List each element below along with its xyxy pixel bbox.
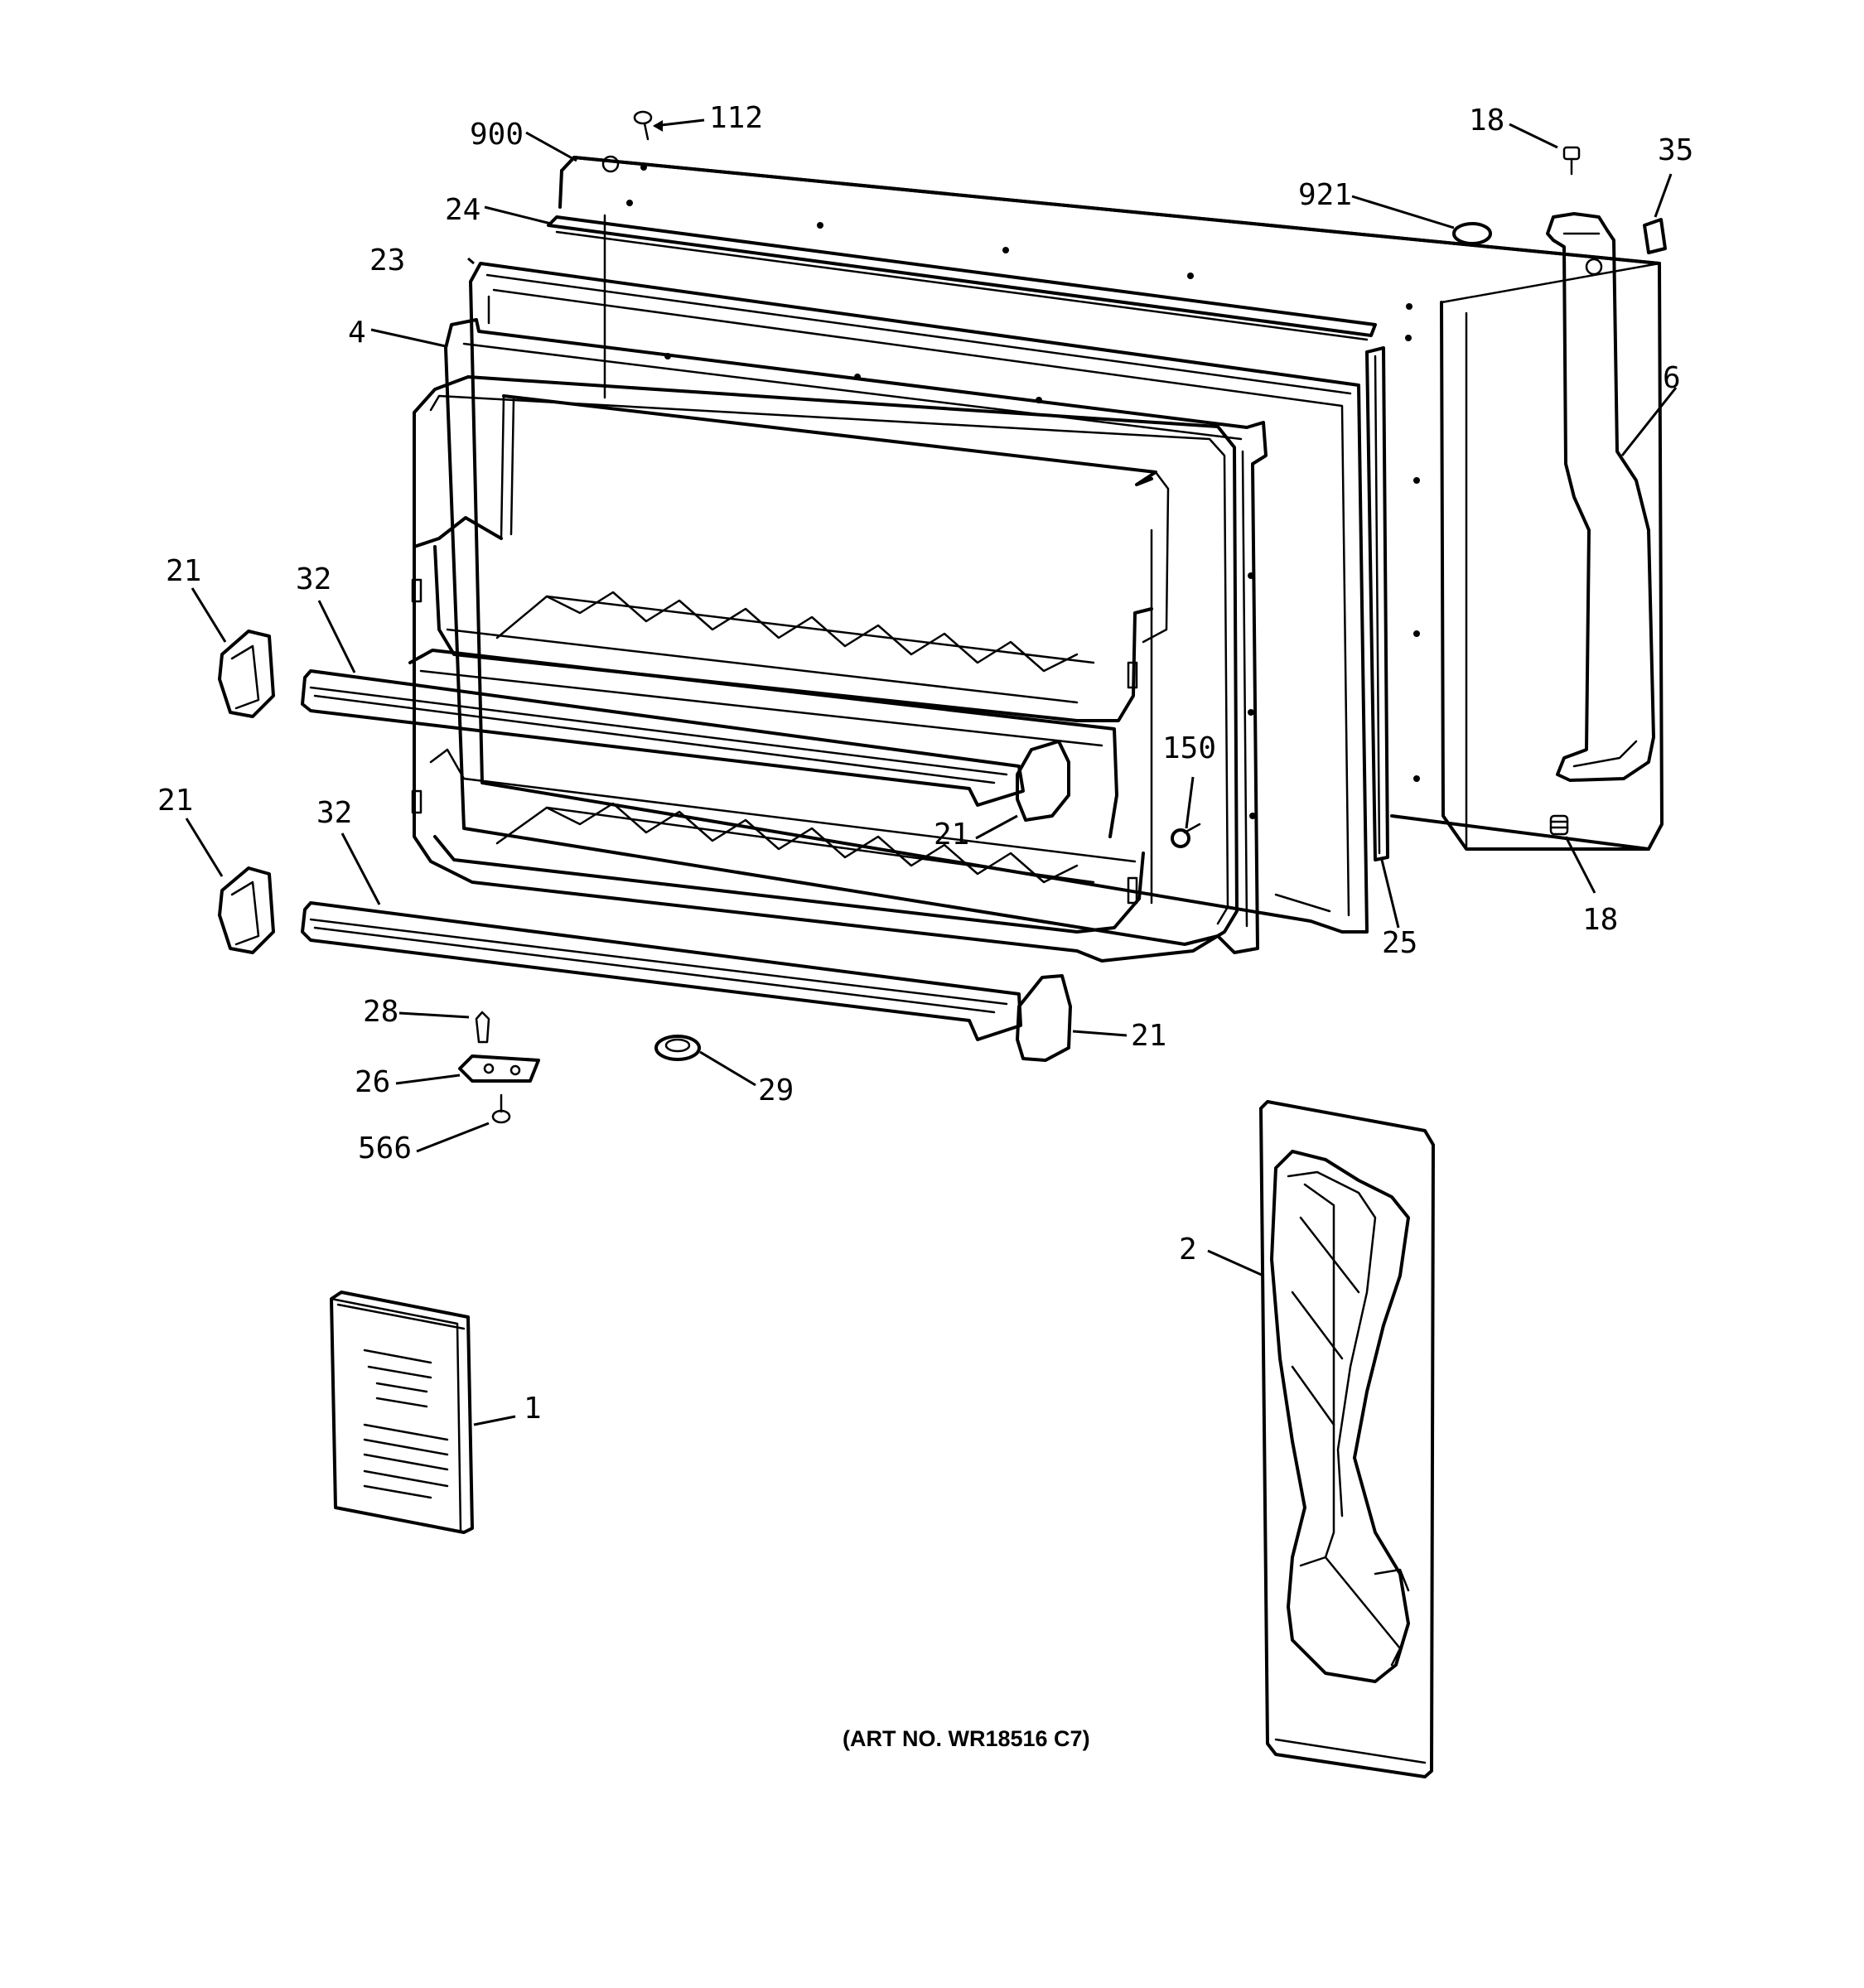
shelf-bar-lower [301,901,1022,1041]
callout-32-lower: 32 [316,796,352,830]
door-liner [408,375,1239,963]
callout-112: 112 [709,101,763,135]
callout-921: 921 [1298,178,1352,212]
screw-bottom [1549,814,1569,836]
callout-labels: 112 900 24 23 4 921 18 35 6 21 32 21 32 … [157,101,1693,1426]
small-cap [1643,218,1667,254]
end-cap-lower-right [1016,974,1072,1062]
callout-23: 23 [369,244,405,277]
packaged-handle [1259,1100,1435,1778]
callout-25: 25 [1382,926,1417,960]
callout-24: 24 [445,193,480,227]
screw-112 [633,110,653,141]
plug-29 [654,1035,701,1061]
door-gasket [469,262,1369,934]
callout-150: 150 [1162,731,1216,765]
callout-21-lower-left: 21 [157,784,193,818]
door-handle [1546,212,1655,782]
callout-35: 35 [1658,133,1693,167]
leader-lines [185,118,1678,1426]
screw-566 [491,1093,511,1124]
fastener-150 [1171,823,1201,848]
callout-6: 6 [1663,361,1681,395]
outer-door-panel [558,155,1664,851]
owners-manual [330,1291,474,1534]
callout-29: 29 [758,1074,794,1107]
end-cap-lower-left [218,866,275,954]
callout-1: 1 [524,1392,542,1426]
callout-4: 4 [348,316,366,350]
callout-18-top: 18 [1469,104,1504,138]
inner-frame [444,318,1268,954]
end-cap-upper-left [218,630,275,718]
callout-32-upper: 32 [296,562,331,596]
art-number: (ART NO. WR18516 C7) [843,1726,1090,1751]
callout-26: 26 [355,1065,390,1099]
pin-28 [475,1011,490,1044]
bracket-26 [458,1054,540,1083]
callout-28: 28 [363,995,398,1029]
callout-566: 566 [358,1132,412,1165]
callout-18-bottom: 18 [1582,903,1618,937]
callout-21-upper-left: 21 [166,554,201,588]
top-strip [547,215,1377,341]
side-strip [1365,346,1389,861]
screw-top [1562,146,1581,176]
plug-921 [1452,222,1492,245]
shelf-bar-upper [301,669,1025,807]
callout-21-lower-right: 21 [1131,1019,1166,1053]
end-cap-upper-right [1016,740,1070,822]
callout-21-upper-right: 21 [934,818,969,852]
callout-900: 900 [470,118,524,152]
callout-2: 2 [1179,1233,1197,1267]
